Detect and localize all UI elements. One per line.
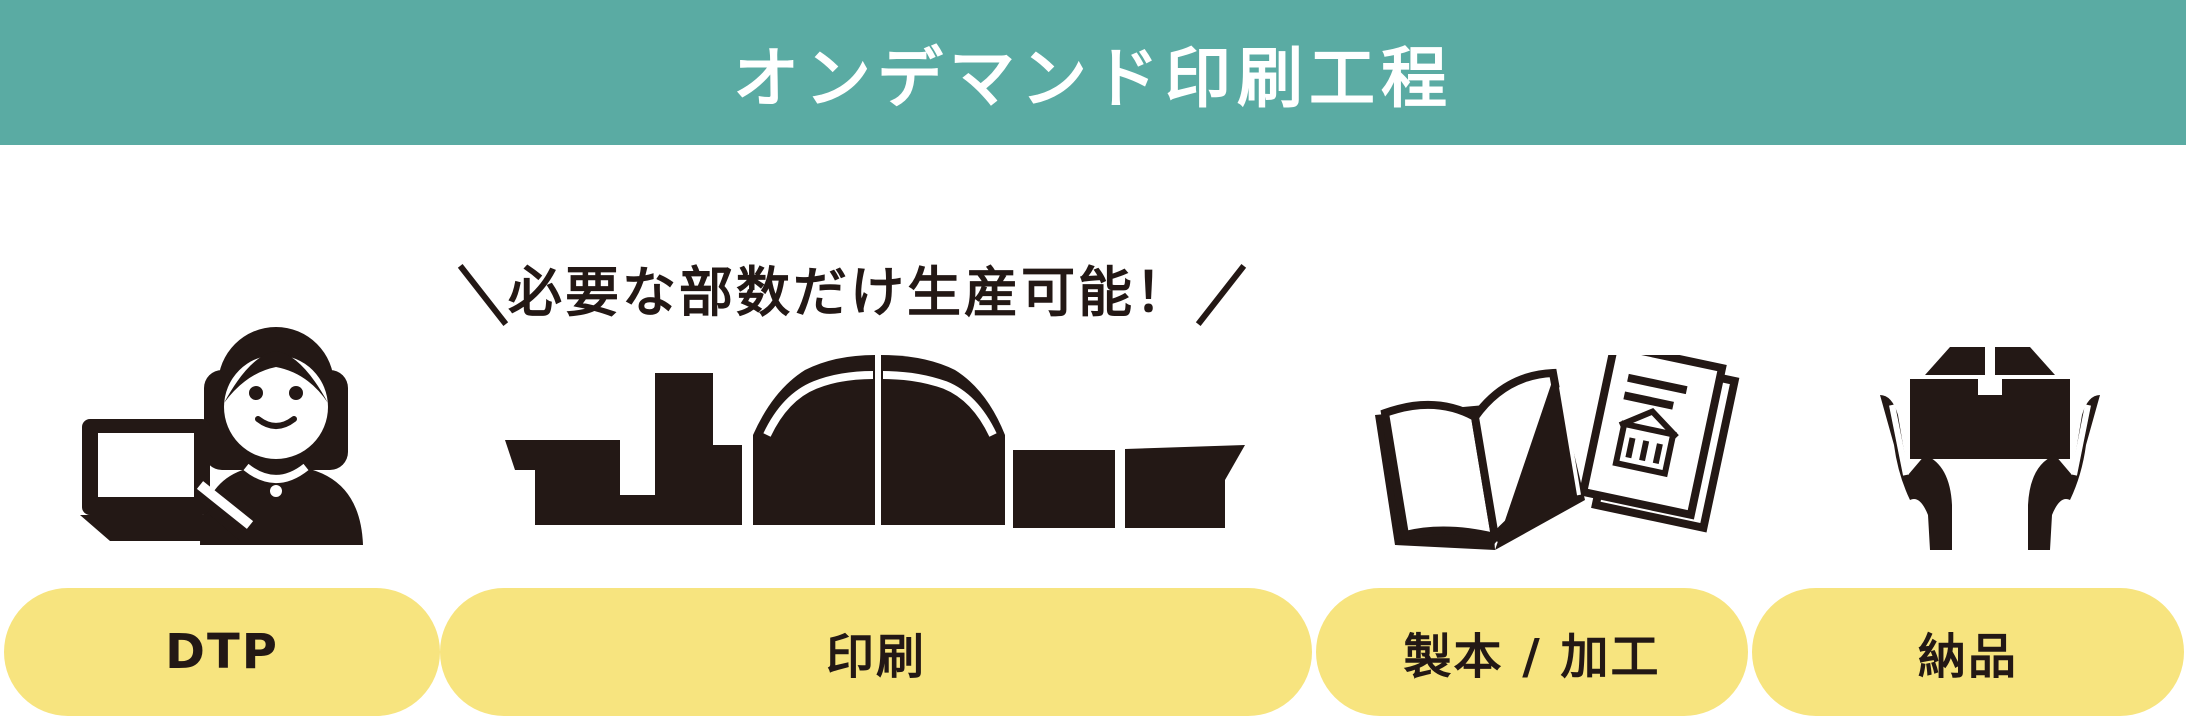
step-label: 印刷 — [825, 629, 926, 685]
header-banner: オンデマンド印刷工程 — [0, 0, 2186, 145]
hands-holding-box-icon — [1870, 335, 2110, 555]
tagline-text: 必要な部数だけ生産可能！ — [508, 260, 1192, 324]
step-printing: 印刷 — [440, 588, 1312, 716]
tagline: 必要な部数だけ生産可能！ — [440, 242, 1260, 332]
step-label: DTP — [165, 624, 279, 680]
person-with-laptop-icon — [80, 315, 380, 545]
step-label: 製本 / 加工 — [1403, 629, 1661, 685]
step-binding-processing: 製本 / 加工 — [1316, 588, 1748, 716]
step-label: 納品 — [1917, 629, 2018, 685]
printing-press-icon — [505, 345, 1250, 530]
open-book-and-documents-icon — [1375, 355, 1745, 555]
step-dtp: DTP — [4, 588, 440, 716]
step-delivery: 納品 — [1752, 588, 2184, 716]
page-title: オンデマンド印刷工程 — [733, 39, 1453, 117]
